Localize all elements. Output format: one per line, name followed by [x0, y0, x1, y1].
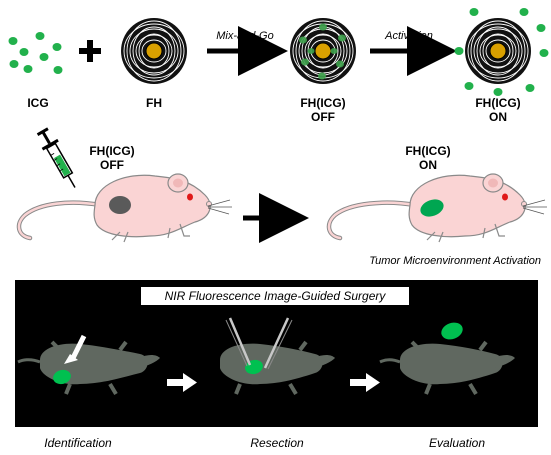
label-activation: Activation: [385, 30, 433, 42]
mouse-off: [16, 173, 232, 243]
label-mouse-fh-icg-on: FH(ICG): [405, 144, 451, 158]
icg-dots: [8, 32, 63, 74]
label-mouse-on: ON: [419, 158, 437, 172]
label-identification: Identification: [44, 436, 112, 450]
label-resection: Resection: [250, 436, 304, 450]
panel-mouse-identification: [17, 334, 160, 396]
plus-icon: [79, 40, 101, 62]
panel-mouse-evaluation: [379, 322, 515, 396]
panel-arrow-2: [350, 373, 380, 392]
label-on: ON: [489, 110, 507, 124]
label-off: OFF: [311, 110, 335, 124]
fh-icg-on-nanoparticle: [454, 8, 549, 96]
syringe-icon: [36, 127, 76, 188]
label-fh: FH: [146, 96, 162, 110]
mouse-on: [326, 173, 547, 243]
fh-nanoparticle: [121, 18, 187, 84]
surgery-panel-title: NIR Fluorescence Image-Guided Surgery: [140, 286, 410, 306]
panel-mouse-resection: [220, 317, 335, 396]
label-evaluation: Evaluation: [428, 436, 486, 450]
label-fh-icg-on: FH(ICG): [475, 96, 521, 110]
label-mouse-fh-icg-off: FH(ICG): [89, 144, 135, 158]
label-fh-icg-off: FH(ICG): [300, 96, 346, 110]
label-mix-and-go: Mix-and-Go: [216, 30, 274, 42]
panel-arrow-1: [167, 373, 197, 392]
label-tme-activation: Tumor Microenvironment Activation: [369, 255, 541, 267]
label-mouse-off: OFF: [100, 158, 124, 172]
fh-icg-off-nanoparticle: [290, 18, 356, 84]
label-icg: ICG: [27, 96, 49, 110]
